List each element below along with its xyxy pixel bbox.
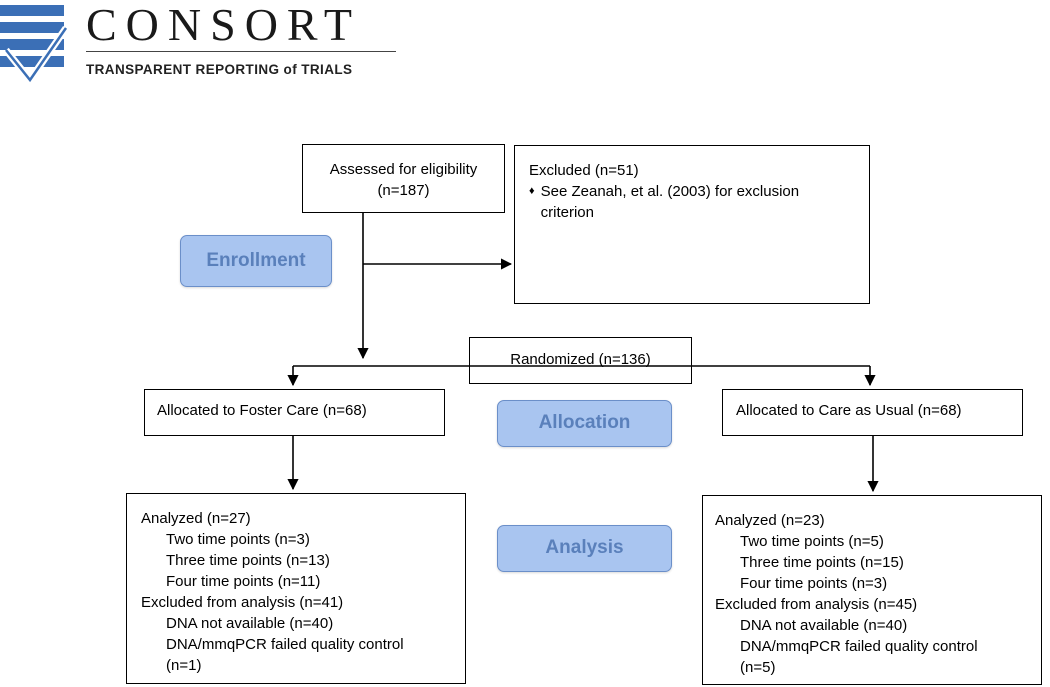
excluded-box: Excluded (n=51) ♦ See Zeanah, et al. (20… <box>514 145 870 304</box>
phase-allocation: Allocation <box>497 400 672 447</box>
foster-analysis-box: Analyzed (n=27) Two time points (n=3) Th… <box>126 493 466 684</box>
usual-allocated-label: Allocated to Care as Usual (n=68) <box>736 402 962 419</box>
consort-checkmark-icon <box>0 5 69 85</box>
usual-allocated-box: Allocated to Care as Usual (n=68) <box>722 389 1023 436</box>
usual-analysis-box: Analyzed (n=23) Two time points (n=5) Th… <box>702 495 1042 685</box>
foster-two-time-points: Two time points (n=3) <box>166 531 310 548</box>
usual-excluded-analysis: Excluded from analysis (n=45) <box>715 596 918 613</box>
foster-three-time-points: Three time points (n=13) <box>166 552 330 569</box>
excluded-reason: See Zeanah, et al. (2003) for exclusion … <box>540 183 800 221</box>
logo-divider <box>86 51 396 52</box>
usual-analyzed: Analyzed (n=23) <box>715 512 825 529</box>
logo-title: CONSORT <box>86 0 361 50</box>
foster-four-time-points: Four time points (n=11) <box>166 573 321 590</box>
foster-dna-not-available: DNA not available (n=40) <box>166 615 334 632</box>
usual-three-time-points: Three time points (n=15) <box>740 554 904 571</box>
foster-excluded-analysis: Excluded from analysis (n=41) <box>141 594 344 611</box>
foster-analyzed: Analyzed (n=27) <box>141 510 251 527</box>
phase-enrollment: Enrollment <box>180 235 332 287</box>
usual-dna-failed-qc-count: (n=5) <box>740 659 776 676</box>
randomized-label: Randomized (n=136) <box>510 351 651 368</box>
assessed-count: (n=187) <box>377 182 430 199</box>
foster-dna-failed-qc-count: (n=1) <box>166 657 202 674</box>
usual-two-time-points: Two time points (n=5) <box>740 533 884 550</box>
phase-analysis: Analysis <box>497 525 672 572</box>
logo-subtitle: TRANSPARENT REPORTING of TRIALS <box>86 62 353 77</box>
consort-logo: CONSORT TRANSPARENT REPORTING of TRIALS <box>0 0 420 90</box>
randomized-box: Randomized (n=136) <box>469 337 692 384</box>
foster-allocated-box: Allocated to Foster Care (n=68) <box>144 389 445 436</box>
excluded-title: Excluded (n=51) <box>529 162 639 179</box>
excluded-reason-row: ♦ See Zeanah, et al. (2003) for exclusio… <box>529 181 859 223</box>
assessed-label: Assessed for eligibility <box>329 161 478 178</box>
usual-four-time-points: Four time points (n=3) <box>740 575 888 592</box>
usual-dna-failed-qc: DNA/mmqPCR failed quality control <box>740 638 978 655</box>
foster-dna-failed-qc: DNA/mmqPCR failed quality control <box>166 636 404 653</box>
foster-allocated-label: Allocated to Foster Care (n=68) <box>157 402 367 419</box>
diamond-bullet-icon: ♦ <box>529 185 535 197</box>
assessed-box: Assessed for eligibility (n=187) <box>302 144 505 213</box>
usual-dna-not-available: DNA not available (n=40) <box>740 617 908 634</box>
